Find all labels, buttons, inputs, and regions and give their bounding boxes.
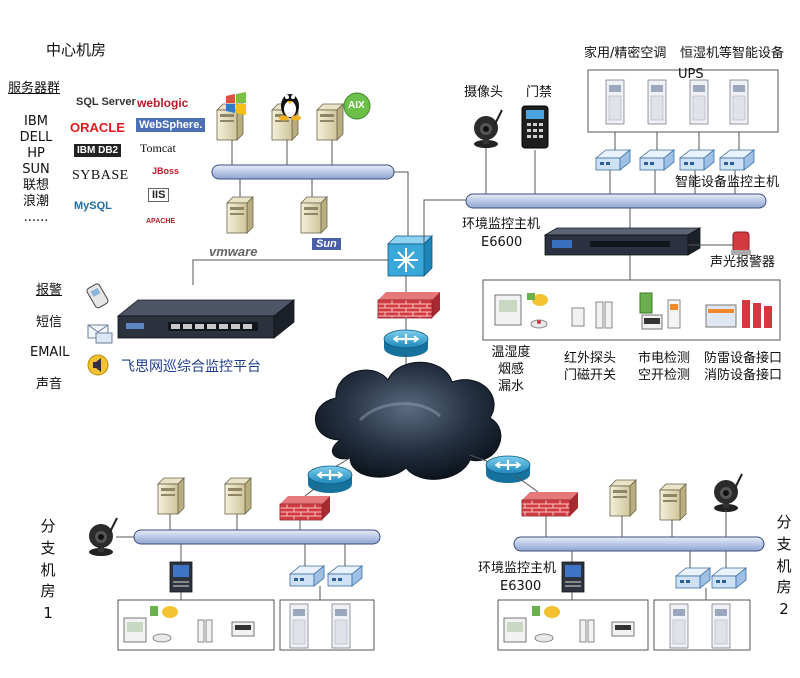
weblogic-logo: weblogic <box>137 96 189 110</box>
router-top-icon <box>382 328 430 359</box>
aix-label: AIX <box>348 100 365 111</box>
env-host-main-label-line1: 环境监控主机 <box>462 217 541 232</box>
monitor-platform-appliance <box>116 299 296 339</box>
temp-humidity-sensor-icon <box>494 293 548 329</box>
center-room-title: 中心机房 <box>46 41 107 59</box>
aix-badge-icon <box>343 92 371 120</box>
camera-label: 摄像头 <box>464 85 504 100</box>
linux-tux-icon <box>279 94 301 121</box>
ac-label: 家用/精密空调 <box>584 46 667 61</box>
email-envelope-icon <box>87 324 113 344</box>
iis-logo: IIS <box>148 188 170 202</box>
server-cluster-label: 服务器群 <box>8 81 61 96</box>
server-brand-item: SUN <box>22 162 50 177</box>
internet-cloud-icon <box>315 361 502 480</box>
server-brand-item: 浪潮 <box>22 194 49 209</box>
sensor-group-4-label: 防雷设备接口消防设备接口 <box>703 351 782 383</box>
env-host-branch2-label-line2: E6300 <box>500 579 542 594</box>
alert-sms-label: 短信 <box>36 315 63 330</box>
sybase-logo: SYBASE <box>72 168 129 183</box>
mysql-logo: MySQL <box>74 200 112 212</box>
branch1-sensors-icon <box>123 606 255 643</box>
ups-label: UPS <box>678 67 704 82</box>
branch2-sensors-icon <box>503 606 635 643</box>
firewall-branch2-icon <box>521 492 578 517</box>
env-host-e6600-icon <box>543 227 702 256</box>
top-right-bus <box>465 193 767 209</box>
sensor-group-1-label: 温湿度烟感漏水 <box>491 345 531 394</box>
server-brand-item: HP <box>27 146 45 161</box>
apache-logo: APACHE <box>146 218 176 225</box>
server-brand-item: 联想 <box>22 178 49 193</box>
siren-label: 声光报警器 <box>710 255 776 270</box>
access-control-label: 门禁 <box>526 85 553 100</box>
router-branch2-icon <box>484 454 532 485</box>
server-brand-item: ...... <box>23 210 49 225</box>
sun-logo: Sun <box>312 238 341 250</box>
firewall-top-icon <box>377 292 440 319</box>
camera-branch1-icon <box>88 517 118 557</box>
oracle-logo: ORACLE <box>70 120 125 135</box>
branch2-cabinet-box <box>653 599 751 651</box>
jboss-logo: JBoss <box>152 166 180 176</box>
websphere-logo: WebSphere. <box>136 118 206 132</box>
camera-branch2-icon <box>713 473 743 513</box>
infrared-door-sensor-icon <box>571 301 613 329</box>
vmware-logo: vmware <box>209 244 258 259</box>
alert-alarm-label: 报警 <box>36 283 63 298</box>
tomcat-logo: Tomcat <box>140 141 176 155</box>
core-switch-icon <box>387 235 433 277</box>
server-brand-item: IBM <box>24 114 48 129</box>
windows-logo-icon <box>226 92 246 115</box>
branch1-bus <box>133 529 381 545</box>
sqlserver-logo: SQL Server <box>76 96 136 108</box>
alert-sound-label: 声音 <box>36 377 63 392</box>
firewall-branch1-icon <box>279 496 330 521</box>
env-host-main-label-line2: E6600 <box>481 235 523 250</box>
db2-logo: IBM DB2 <box>74 144 122 157</box>
server-brand-item: DELL <box>19 130 53 145</box>
sensor-group-3-label: 市电检测空开检测 <box>637 351 690 383</box>
alert-email-label: EMAIL <box>30 345 70 360</box>
lightning-fire-interface-icon <box>705 300 772 328</box>
phone-icon <box>86 283 109 309</box>
smart-host-label: 智能设备监控主机 <box>675 175 780 190</box>
camera-top-icon <box>473 109 503 149</box>
access-control-icon <box>521 105 549 149</box>
speaker-icon <box>87 354 109 376</box>
power-detection-icon <box>639 292 681 330</box>
branch2-bus <box>513 536 765 552</box>
env-host-branch2-label-line1: 环境监控主机 <box>478 561 557 576</box>
center-lan-bus <box>211 138 409 238</box>
smart-device-label: 恒湿机等智能设备 <box>680 46 785 61</box>
siren-alarm-icon <box>731 231 751 255</box>
sensor-group-2-label: 红外探头门磁开关 <box>563 351 616 383</box>
platform-label: 飞思网巡综合监控平台 <box>121 359 261 375</box>
